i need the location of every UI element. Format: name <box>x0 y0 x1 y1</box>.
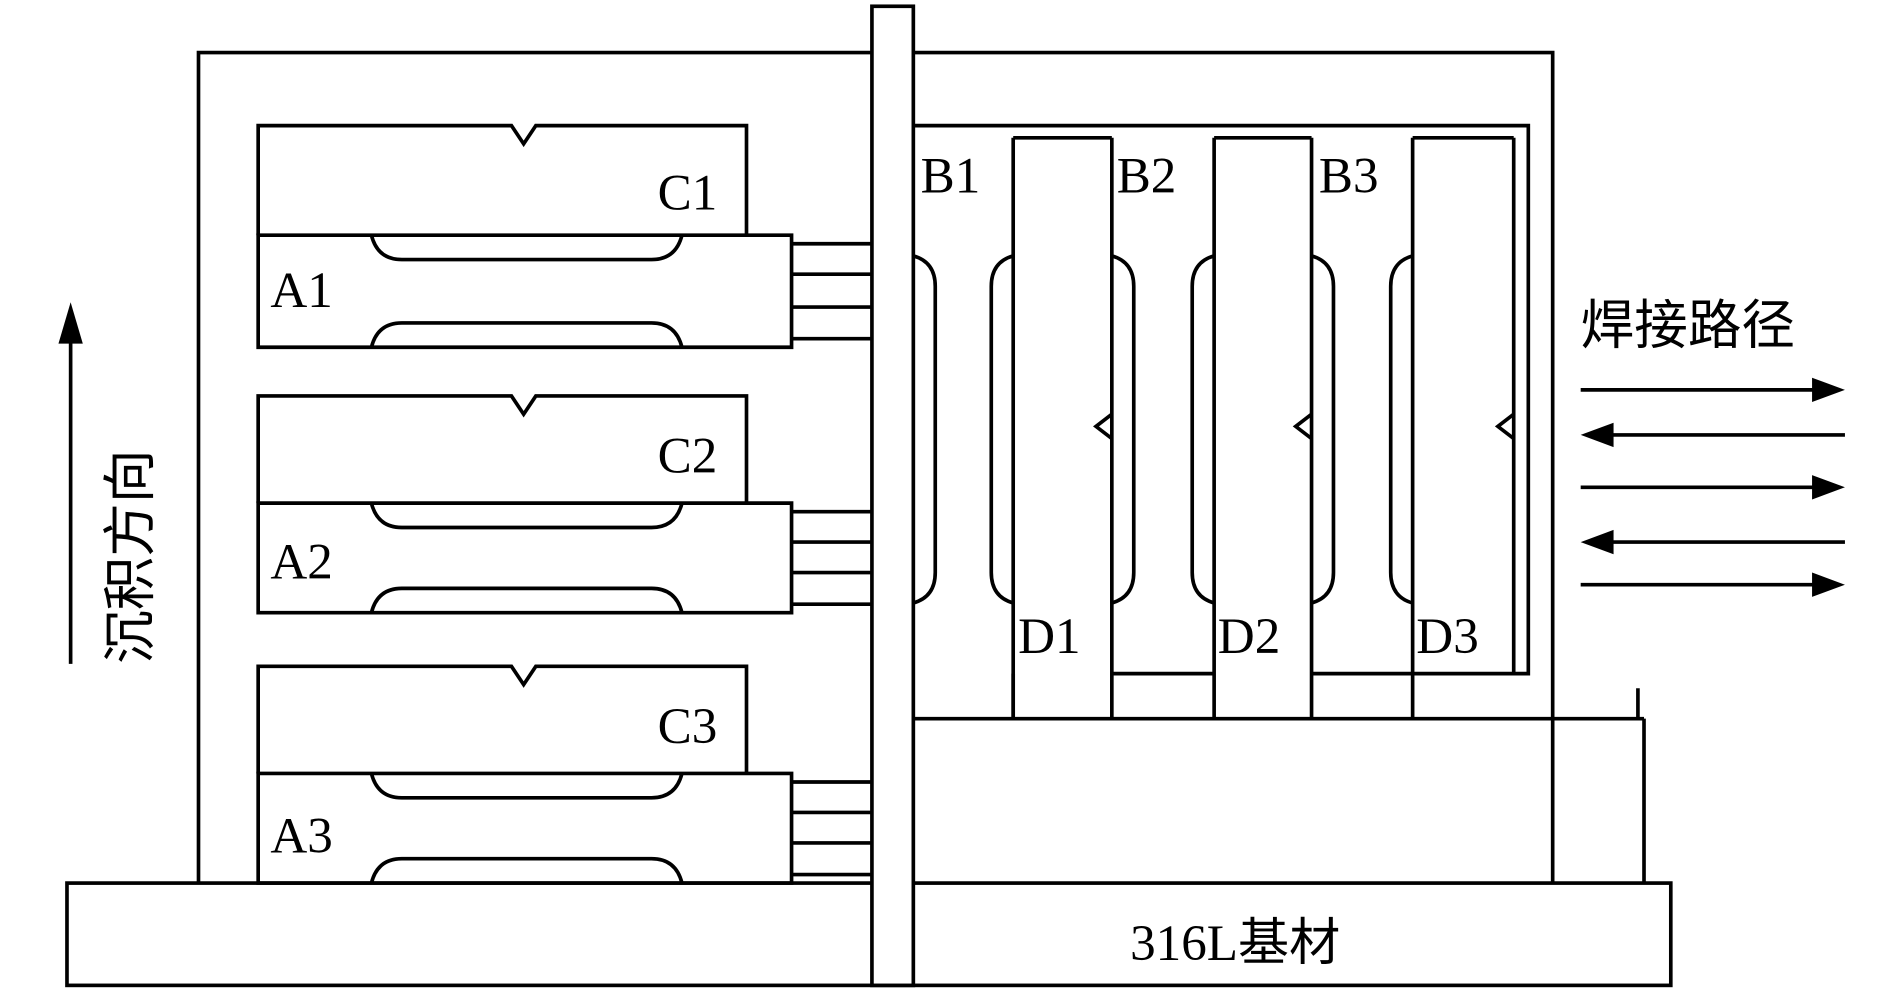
label-d1: D1 <box>1018 608 1080 665</box>
label-c1: C1 <box>658 165 718 222</box>
center-rod <box>870 4 916 988</box>
arrow-up-icon <box>58 302 83 344</box>
welding-path-label: 焊接路径 <box>1581 294 1795 357</box>
label-c2: C2 <box>658 428 718 485</box>
label-b1: B1 <box>921 148 981 205</box>
label-a1: A1 <box>270 262 332 319</box>
deposition-direction-label: 沉积方向 <box>99 450 162 664</box>
left-wall <box>196 50 872 884</box>
label-b2: B2 <box>1117 148 1177 205</box>
right-wall <box>913 50 1555 884</box>
welding-path-arrows <box>1580 388 1845 587</box>
left-specimens <box>256 123 872 885</box>
label-d2: D2 <box>1218 608 1280 665</box>
substrate-label: 316L基材 <box>1130 915 1340 972</box>
label-a3: A3 <box>270 808 332 865</box>
label-b3: B3 <box>1319 148 1379 205</box>
substrate <box>65 881 1673 988</box>
right-specimens <box>912 123 1646 884</box>
label-d3: D3 <box>1416 608 1478 665</box>
label-a2: A2 <box>270 534 332 591</box>
label-c3: C3 <box>658 698 718 755</box>
